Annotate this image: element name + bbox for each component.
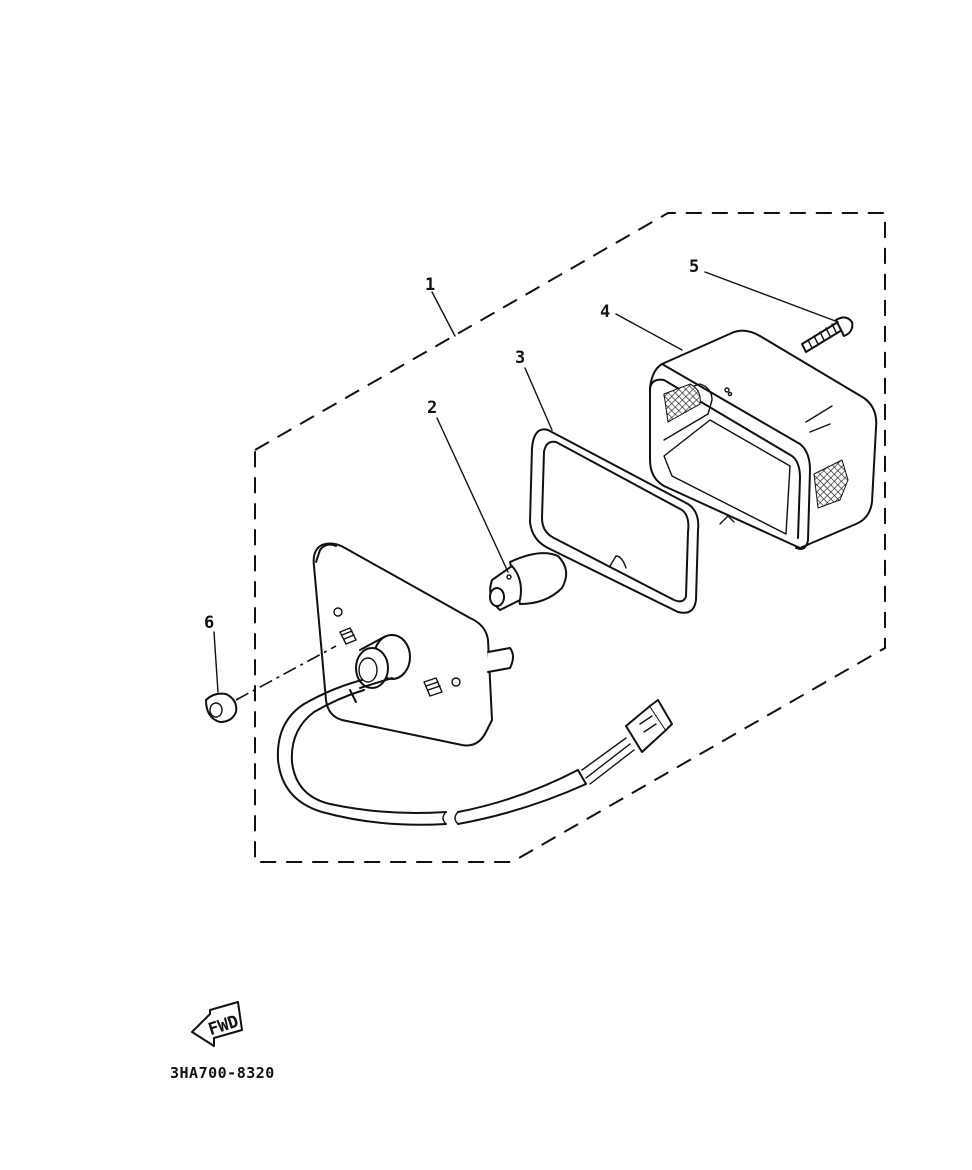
lens-cover	[649, 329, 878, 550]
leader-4	[615, 313, 683, 351]
wire-connector	[625, 699, 673, 753]
hole-upper	[333, 607, 343, 617]
diagram-code: 3HA700-8320	[170, 1064, 275, 1082]
nut	[205, 692, 238, 723]
leader-2	[436, 417, 509, 573]
leader-5	[704, 271, 839, 323]
callout-3: 3	[515, 348, 525, 368]
rear-pin	[487, 647, 514, 673]
callout-2: 2	[427, 398, 437, 418]
stud-upper	[339, 627, 357, 645]
leader-3	[524, 367, 553, 431]
callout-1: 1	[425, 275, 435, 295]
screw	[801, 316, 854, 353]
leader-6	[213, 631, 219, 693]
hole-lower	[451, 677, 461, 687]
stud-lower	[423, 677, 443, 697]
wire-harness	[276, 679, 635, 826]
callout-6: 6	[204, 613, 214, 633]
alignment-line	[235, 645, 337, 701]
bulb-socket	[355, 634, 411, 689]
callout-5: 5	[689, 257, 699, 277]
callout-4: 4	[600, 302, 610, 322]
assembly-boundary	[254, 212, 886, 863]
leader-1	[431, 291, 456, 337]
fwd-arrow-icon: FWD	[191, 1001, 243, 1047]
gasket	[529, 428, 700, 614]
bulb	[489, 552, 568, 611]
base-plate	[312, 542, 514, 747]
